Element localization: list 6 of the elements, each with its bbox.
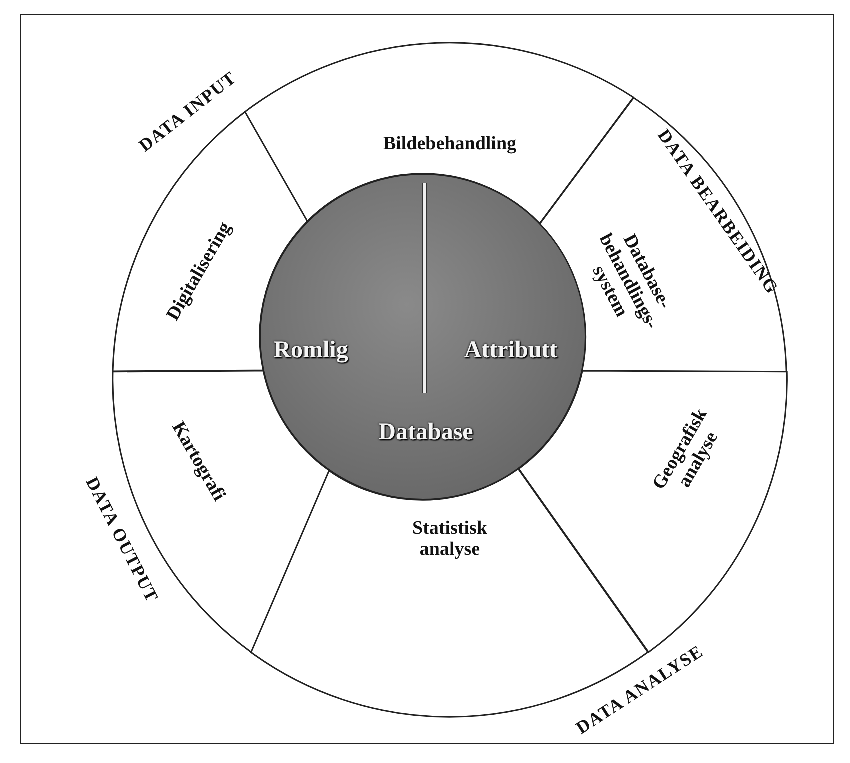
- segment-label: Statistisk analyse: [412, 519, 488, 561]
- segment-label: Bildebehandling: [382, 134, 518, 156]
- circle-label: Romlig: [274, 338, 348, 364]
- circle-label: Database: [378, 420, 474, 446]
- circle-label: Attributt: [464, 338, 558, 364]
- ring-segment: [245, 43, 634, 224]
